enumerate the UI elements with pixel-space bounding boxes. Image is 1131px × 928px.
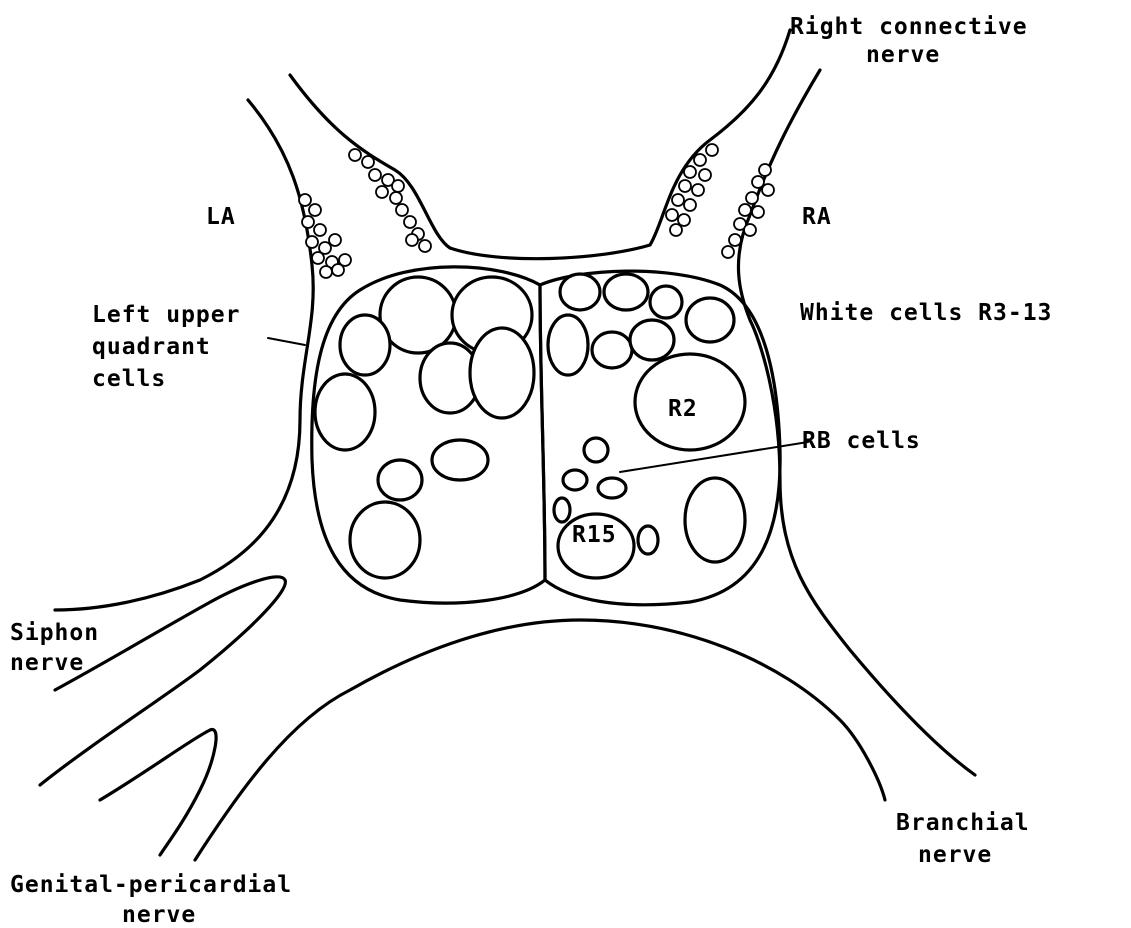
label-rb-cells: RB cells <box>802 428 921 454</box>
rb-cell <box>554 498 570 522</box>
la-clusters <box>299 149 431 278</box>
label-right-connective: Right connective <box>790 14 1028 40</box>
ra-cluster-right <box>722 164 774 258</box>
label-left-upper: Left upper <box>92 302 240 328</box>
white-cell <box>548 315 588 375</box>
left-cell <box>470 328 534 418</box>
label-siphon-nerve: nerve <box>10 650 84 676</box>
label-ra: RA <box>802 204 832 230</box>
label-siphon: Siphon <box>10 620 99 646</box>
label-quadrant: quadrant <box>92 334 211 360</box>
left-cell <box>340 315 390 375</box>
genital-pericardial-outer-edge <box>195 620 885 860</box>
ra-clusters <box>666 144 774 258</box>
white-cell <box>650 286 682 318</box>
rb-cell <box>584 438 608 462</box>
label-cells: cells <box>92 366 166 392</box>
white-cell <box>686 298 734 342</box>
left-upper-quadrant-cells <box>315 277 534 578</box>
white-cell <box>604 274 648 310</box>
label-branchial-nerve: nerve <box>918 842 992 868</box>
label-white-cells: White cells R3-13 <box>800 300 1052 326</box>
label-r2: R2 <box>668 396 698 422</box>
left-cell <box>350 502 420 578</box>
left-cell <box>315 374 375 450</box>
label-genital-pericardial: Genital-pericardial <box>10 872 292 898</box>
label-genital-pericardial-nerve: nerve <box>122 902 196 928</box>
left-upper-pointer-line <box>268 338 305 345</box>
rb-cell <box>638 526 658 554</box>
rb-cell <box>598 478 626 498</box>
rb-cell <box>563 470 587 490</box>
white-cell <box>560 274 600 310</box>
genital-pericardial-nerve <box>100 730 216 855</box>
label-la: LA <box>206 204 236 230</box>
label-branchial: Branchial <box>896 810 1030 836</box>
left-cell <box>432 440 488 480</box>
white-cell <box>630 320 674 360</box>
label-r15: R15 <box>572 522 617 548</box>
right-lower-cell <box>685 478 745 562</box>
white-cell <box>592 332 632 368</box>
left-cell <box>378 460 422 500</box>
label-right-connective-nerve: nerve <box>866 42 940 68</box>
